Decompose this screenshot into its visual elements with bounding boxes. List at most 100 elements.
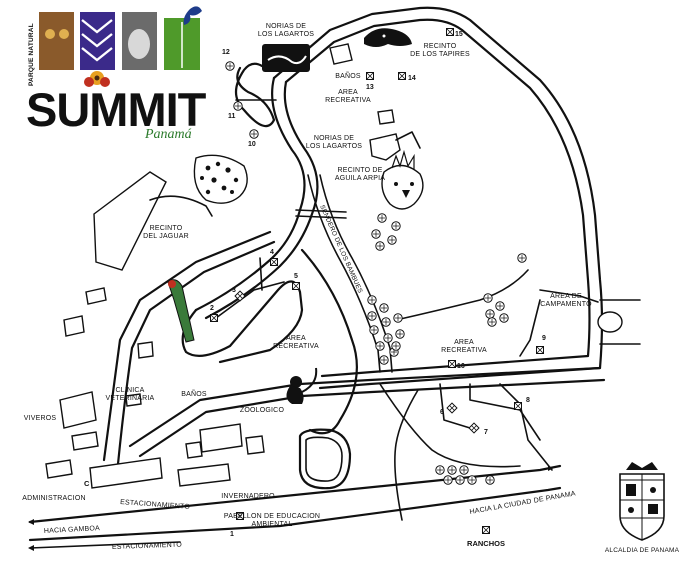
station-marker[interactable]: 3: [232, 287, 246, 302]
zoo-building: [245, 435, 265, 455]
label-zoologico: ZOOLOGICO: [240, 407, 285, 414]
label-area-recreativa-center: AREA: [286, 335, 306, 342]
svg-text:12: 12: [222, 49, 230, 56]
tree-icon: [443, 475, 453, 485]
svg-text:13: 13: [366, 84, 374, 91]
banos-building: [329, 43, 353, 65]
label-recinto-aguila: AGUILA ARPIA: [335, 175, 385, 182]
tree-icon: [371, 229, 381, 239]
label-pabellon: PABELLON DE EDUCACION: [224, 513, 320, 520]
east-trail: [499, 383, 553, 471]
ranchos-trail: [394, 389, 419, 521]
label-area-camp: CAMPAMENTO: [540, 301, 592, 308]
station-marker[interactable]: 14: [398, 72, 416, 83]
jaguar-face-icon: [39, 12, 74, 70]
label-invernadero: INVERNADERO: [221, 493, 275, 500]
label-banos-top: BAÑOS: [335, 71, 361, 80]
tree-icon: [375, 241, 385, 251]
campamento-pond: [597, 311, 623, 333]
administracion-building: [89, 457, 163, 489]
highway-south: [28, 486, 562, 542]
svg-text:15: 15: [455, 31, 463, 38]
tree-icon: [381, 317, 391, 327]
label-recinto-jaguar: RECINTO: [150, 225, 183, 232]
east-trail: [469, 383, 541, 441]
tree-icon: [483, 293, 493, 303]
svg-text:5: 5: [294, 273, 298, 280]
west-road: [102, 230, 272, 462]
arrow-right-icon: [548, 466, 554, 471]
tree-icon: [447, 465, 457, 475]
station-marker[interactable]: 4: [270, 249, 278, 266]
station-marker[interactable]: 10: [248, 129, 259, 148]
tree-icon: [383, 333, 393, 343]
park-boundary-road-inner: [284, 18, 591, 378]
station-marker[interactable]: 6: [440, 402, 458, 416]
zoo-oval-inner: [305, 436, 343, 482]
jaguar-enclosure: [93, 171, 167, 271]
ranchos-marker[interactable]: [482, 526, 490, 534]
highway: [28, 464, 562, 524]
butterfly-icon: [183, 6, 202, 25]
eagle-head-icon: [128, 29, 150, 59]
label-norias-mid: NORIAS DE: [314, 135, 354, 142]
highway-spur: [29, 541, 181, 549]
arrow-left-icon: [28, 519, 34, 525]
building: [85, 287, 107, 305]
tree-icon: [391, 221, 401, 231]
svg-text:1: 1: [230, 531, 234, 538]
station-marker[interactable]: 2: [210, 305, 218, 322]
east-exit: [599, 299, 641, 345]
label-administracion: ADMINISTRACION: [22, 495, 85, 502]
station-marker[interactable]: 9: [536, 335, 547, 354]
jaguar-eye-icon: [45, 29, 55, 39]
label-c: C: [84, 479, 90, 488]
label-norias-top: LOS LAGARTOS: [258, 31, 314, 38]
label-recinto-aguila: RECINTO DE: [337, 167, 382, 174]
station-marker[interactable]: 11: [228, 101, 243, 120]
station-marker[interactable]: 12: [222, 49, 235, 71]
tree-icon: [377, 213, 387, 223]
tree-icon: [379, 303, 389, 313]
coat-of-arms-icon: [619, 462, 665, 541]
svg-text:7: 7: [484, 429, 488, 436]
zoo-building: [199, 423, 243, 453]
west-road-inner: [116, 240, 276, 466]
macaw-icon: [167, 279, 195, 343]
tree-icon: [485, 475, 495, 485]
harpy-eagle-icon: [381, 149, 424, 210]
crocodile-icon: [262, 44, 310, 72]
label-clinica: CLINICA: [115, 387, 144, 394]
jaguar-icon: [193, 154, 248, 204]
north-road-inner: [204, 80, 319, 320]
station-marker[interactable]: 15: [446, 28, 463, 39]
station-marker[interactable]: 5: [292, 273, 300, 290]
label-area-recreativa-right: RECREATIVA: [441, 347, 487, 354]
building: [377, 109, 395, 125]
tree-icon: [485, 309, 495, 319]
label-area-recreativa-top: RECREATIVA: [325, 97, 371, 104]
tree-icon: [379, 355, 389, 365]
tree-icon: [393, 313, 403, 323]
zoo-building: [185, 441, 203, 459]
tree-icon: [387, 235, 397, 245]
label-viveros: VIVEROS: [24, 415, 57, 422]
bambu-loop: [395, 269, 529, 321]
tree-icon: [499, 313, 509, 323]
east-trail-short: [439, 383, 471, 429]
label-area-recreativa-right: AREA: [454, 339, 474, 346]
station-marker[interactable]: 1: [230, 512, 244, 539]
building: [137, 341, 154, 359]
station-marker[interactable]: 16: [448, 360, 465, 371]
tree-icon: [369, 325, 379, 335]
building: [45, 459, 73, 479]
tree-icon: [495, 301, 505, 311]
aguila-building: [369, 133, 401, 161]
tree-icon: [459, 465, 469, 475]
logo-title: SUMMIT: [26, 83, 207, 136]
svg-text:10: 10: [248, 141, 256, 148]
building: [71, 431, 99, 451]
station-marker[interactable]: 7: [468, 422, 488, 436]
station-marker[interactable]: 13: [366, 72, 374, 92]
station-marker[interactable]: 8: [514, 397, 531, 410]
